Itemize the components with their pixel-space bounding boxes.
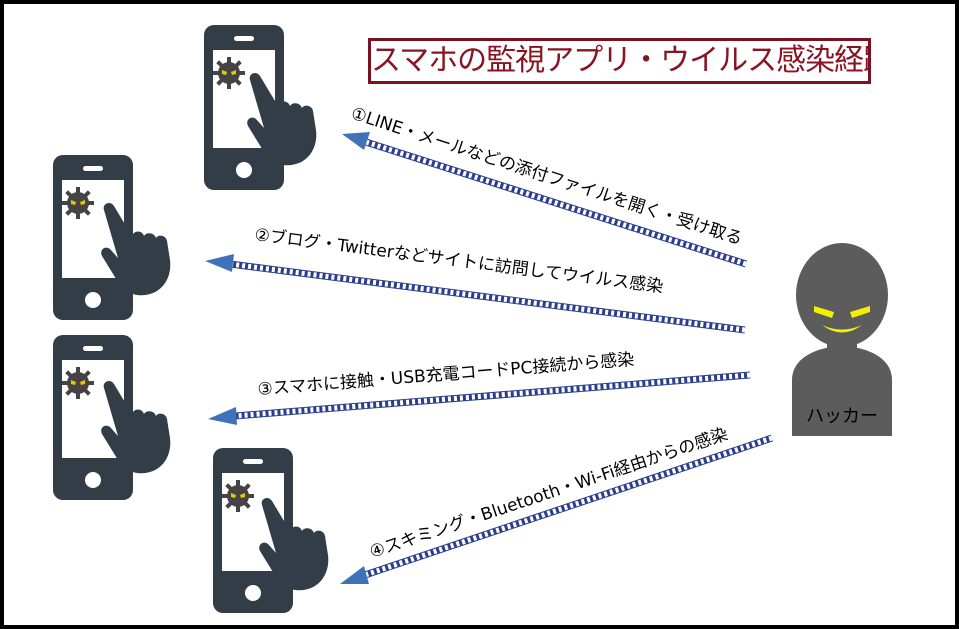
route-arrow-1: [342, 132, 748, 268]
route-arrow-3: [208, 371, 751, 425]
virus-icon: [222, 480, 254, 512]
route-label-1: ①LINE・メールなどの添付ファイルを開く・受け取る: [348, 104, 744, 250]
route-arrow-2: [205, 254, 746, 334]
hacker-label: ハッカー: [806, 406, 878, 427]
route-label-2: ②ブログ・Twitterなどサイトに訪問してウイルス感染: [253, 224, 664, 297]
route-label-3: ③スマホに接触・USB充電コードPC接続から感染: [257, 350, 635, 400]
virus-icon: [213, 57, 245, 89]
route-label-4: ④スキミング・Bluetooth・Wi-Fi経由からの感染: [367, 424, 730, 562]
virus-icon: [62, 187, 94, 219]
diagram-title: スマホの監視アプリ・ウイルス感染経路: [368, 38, 871, 84]
virus-icon: [62, 367, 94, 399]
hacker-icon: [792, 243, 892, 436]
route-arrow-4: [340, 434, 774, 584]
